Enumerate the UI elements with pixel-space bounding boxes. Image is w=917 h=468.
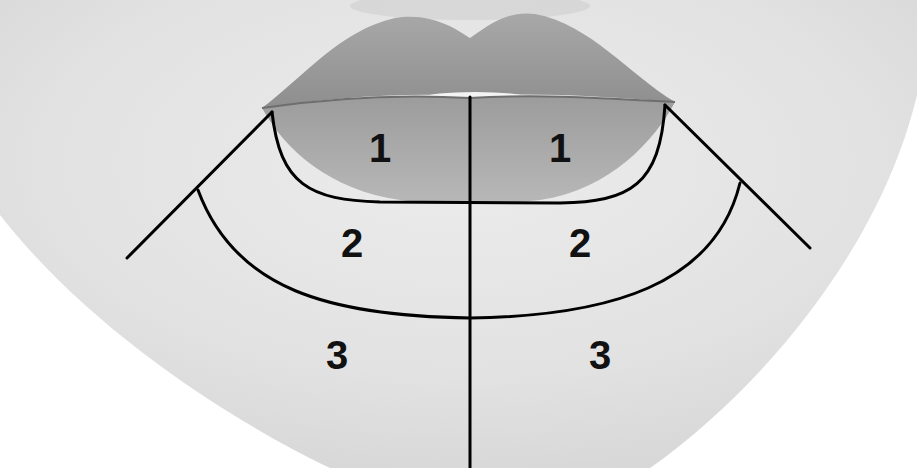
zone-number: 2 xyxy=(569,223,591,263)
zone-lines xyxy=(127,97,810,468)
zone-number: 3 xyxy=(326,335,348,375)
zone-number: 1 xyxy=(369,128,391,168)
left-boundary xyxy=(127,112,272,258)
zone-number: 3 xyxy=(589,335,611,375)
zone-2-boundary xyxy=(198,183,740,318)
zone-number: 1 xyxy=(549,128,571,168)
midline xyxy=(469,97,472,468)
right-boundary xyxy=(665,105,810,248)
zone-1-boundary xyxy=(272,105,665,203)
zone-number: 2 xyxy=(341,223,363,263)
upper-lip xyxy=(262,13,675,108)
nose-shadow xyxy=(350,0,590,20)
